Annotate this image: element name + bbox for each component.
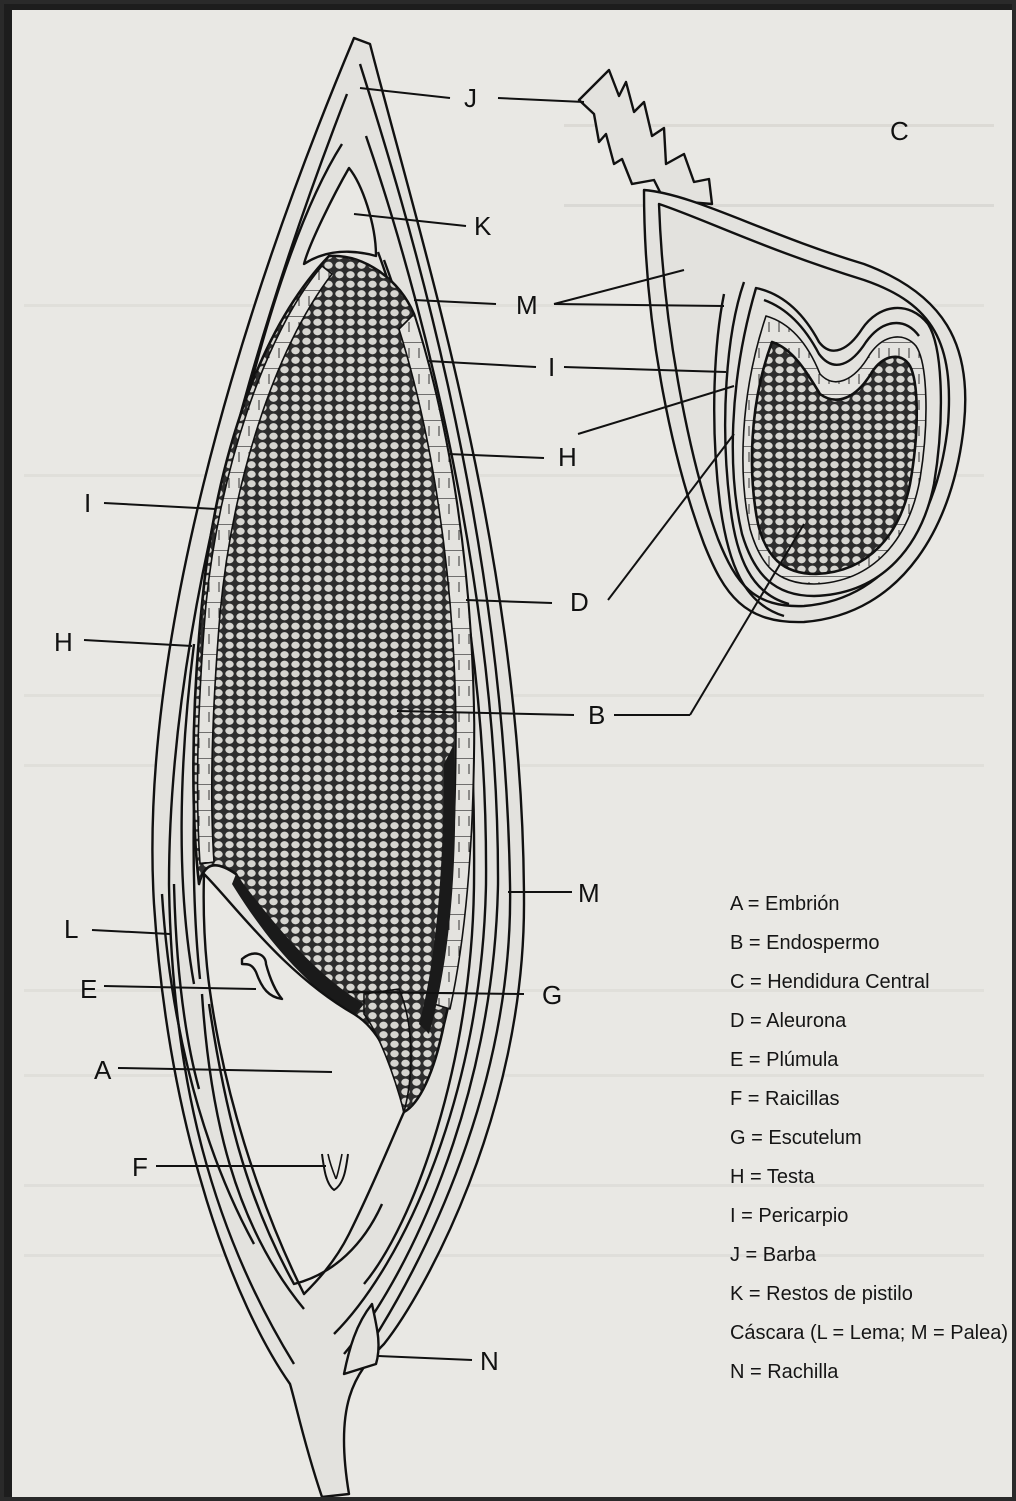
legend-entry-h: H = Testa (730, 1166, 816, 1188)
label-A: A (94, 1055, 112, 1085)
label-C: C (890, 116, 909, 146)
label-B: B (588, 700, 605, 730)
label-I-left: I (84, 488, 91, 518)
diagram-page: J K M I H C D B I H M L E G A F N A = Em… (4, 4, 1012, 1497)
legend-entry-a: A = Embrión (730, 893, 840, 915)
label-J: J (464, 83, 477, 113)
label-I-top: I (548, 352, 555, 382)
legend-entry-c: C = Hendidura Central (730, 971, 930, 993)
label-H-left: H (54, 627, 73, 657)
label-M-right: M (578, 878, 600, 908)
longitudinal-section (152, 38, 524, 1497)
label-M-top: M (516, 290, 538, 320)
legend-entry-e: E = Plúmula (730, 1049, 839, 1071)
cross-section (579, 70, 965, 622)
legend-entry-b: B = Endospermo (730, 932, 880, 954)
grain-diagram: J K M I H C D B I H M L E G A F N A = Em… (4, 4, 1012, 1497)
legend-entry-d: D = Aleurona (730, 1010, 847, 1032)
legend-entry-k: K = Restos de pistilo (730, 1283, 913, 1305)
legend-entry-f: F = Raicillas (730, 1088, 839, 1110)
legend-entry-n: N = Rachilla (730, 1361, 839, 1383)
legend-entry-j: J = Barba (730, 1244, 817, 1266)
label-N: N (480, 1346, 499, 1376)
label-L: L (64, 914, 78, 944)
label-K: K (474, 211, 492, 241)
label-H-top: H (558, 442, 577, 472)
legend-entry-g: G = Escutelum (730, 1127, 862, 1149)
legend-entry-i: I = Pericarpio (730, 1205, 848, 1227)
legend: A = Embrión B = Endospermo C = Hendidura… (730, 893, 1008, 1383)
label-D: D (570, 587, 589, 617)
label-G: G (542, 980, 562, 1010)
label-F: F (132, 1152, 148, 1182)
legend-entry-hull: Cáscara (L = Lema; M = Palea) (730, 1322, 1008, 1344)
label-E: E (80, 974, 97, 1004)
awn (579, 70, 712, 204)
